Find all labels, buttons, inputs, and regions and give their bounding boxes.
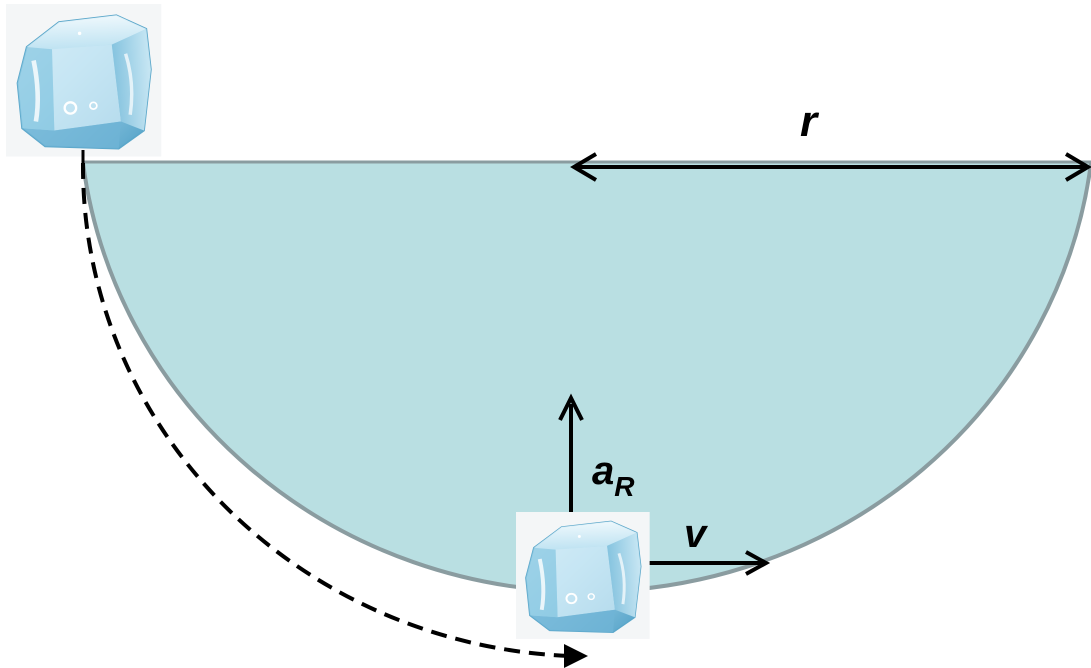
bowl-semicircle: [83, 163, 1091, 592]
velocity-arrowhead: [745, 550, 771, 576]
acceleration-label: aR: [592, 449, 635, 502]
radius-label: r: [800, 97, 820, 146]
motion-path-dashed: [80, 162, 571, 658]
radius-arrowhead-left: [570, 152, 598, 182]
acceleration-label-subscript: R: [614, 471, 635, 502]
motion-path-arrowhead: [564, 644, 588, 668]
acceleration-arrowhead: [558, 393, 584, 421]
velocity-label: v: [684, 512, 709, 556]
radius-arrowhead-right: [1064, 152, 1091, 182]
ice-cube-icon: [514, 510, 652, 641]
ice-cube-icon: [6, 4, 161, 157]
